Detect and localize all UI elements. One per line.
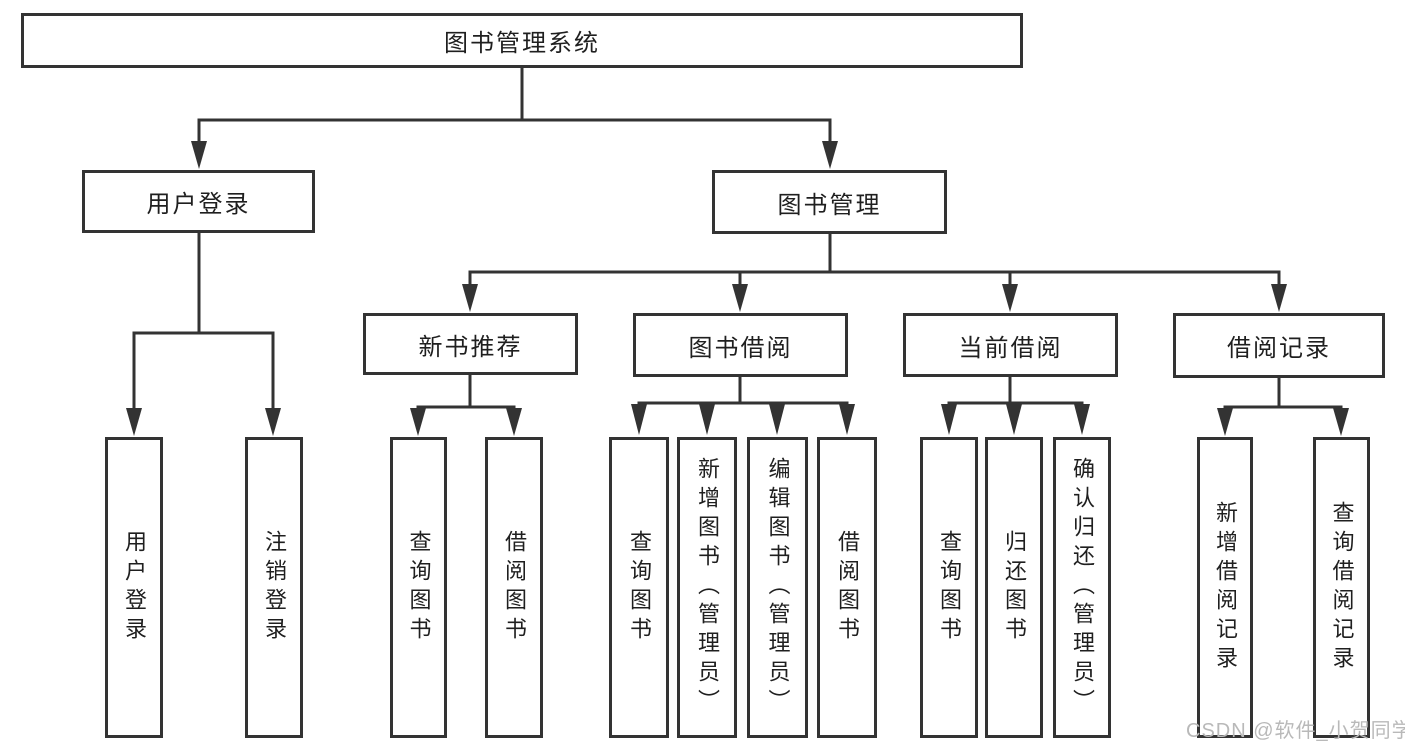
node-label: 图书借阅	[688, 334, 793, 362]
leaf-add-borrow-record: 新增借阅记录	[1197, 437, 1253, 738]
node-label: 借阅图书	[835, 529, 860, 646]
edge-borrow-records-to-leaves	[1217, 378, 1349, 436]
node-label: 归还图书	[1002, 529, 1027, 646]
node-label: 确认归还（管理员）	[1070, 457, 1095, 718]
node-label: 查询图书	[937, 529, 962, 646]
node-borrow-records: 借阅记录	[1173, 313, 1385, 378]
leaf-borrow-books: 借阅图书	[817, 437, 877, 738]
leaf-return-books: 归还图书	[985, 437, 1043, 738]
node-label: 编辑图书（管理员）	[765, 457, 791, 718]
node-library-management-system: 图书管理系统	[21, 13, 1023, 68]
leaf-add-books-admin: 新增图书（管理员）	[677, 437, 737, 738]
node-label: 新增借阅记录	[1213, 500, 1238, 675]
leaf-edit-books-admin: 编辑图书（管理员）	[747, 437, 808, 738]
leaf-borrow-books: 借阅图书	[485, 437, 543, 738]
node-user-login: 用户登录	[82, 170, 315, 233]
leaf-user-login: 用户登录	[105, 437, 163, 738]
edge-root-to-level2	[191, 68, 838, 169]
node-label: 当前借阅	[958, 334, 1063, 362]
node-label: 图书管理	[777, 191, 882, 219]
node-label: 查询借阅记录	[1329, 500, 1355, 675]
leaf-query-books: 查询图书	[920, 437, 978, 738]
node-label: 新书推荐	[418, 333, 523, 361]
edge-user-login-to-leaves	[126, 233, 281, 436]
edge-current-borrow-to-leaves	[941, 377, 1090, 435]
node-new-book-recommend: 新书推荐	[363, 313, 578, 375]
node-label: 借阅图书	[502, 529, 527, 646]
node-label: 借阅记录	[1227, 335, 1331, 362]
node-label: 图书管理系统	[444, 30, 600, 57]
edge-new-book-rec-to-leaves	[410, 375, 522, 436]
csdn-watermark: CSDN @软件_小贺同学	[1186, 720, 1405, 742]
leaf-query-books: 查询图书	[609, 437, 669, 738]
node-label: 查询图书	[627, 529, 652, 646]
node-label: 查询图书	[406, 529, 432, 646]
leaf-query-borrow-record: 查询借阅记录	[1313, 437, 1370, 738]
leaf-logout: 注销登录	[245, 437, 303, 738]
node-label: 新增图书（管理员）	[695, 457, 720, 718]
edge-book-mgmt-to-level3	[462, 234, 1287, 312]
node-book-management: 图书管理	[712, 170, 947, 234]
node-label: 用户登录	[146, 191, 251, 218]
edge-book-borrow-to-leaves	[631, 377, 855, 435]
leaf-query-books: 查询图书	[390, 437, 447, 738]
node-current-borrow: 当前借阅	[903, 313, 1118, 377]
leaf-confirm-return-admin: 确认归还（管理员）	[1053, 437, 1111, 738]
node-label: 注销登录	[262, 529, 287, 646]
node-label: 用户登录	[122, 529, 147, 646]
node-book-borrow: 图书借阅	[633, 313, 848, 377]
